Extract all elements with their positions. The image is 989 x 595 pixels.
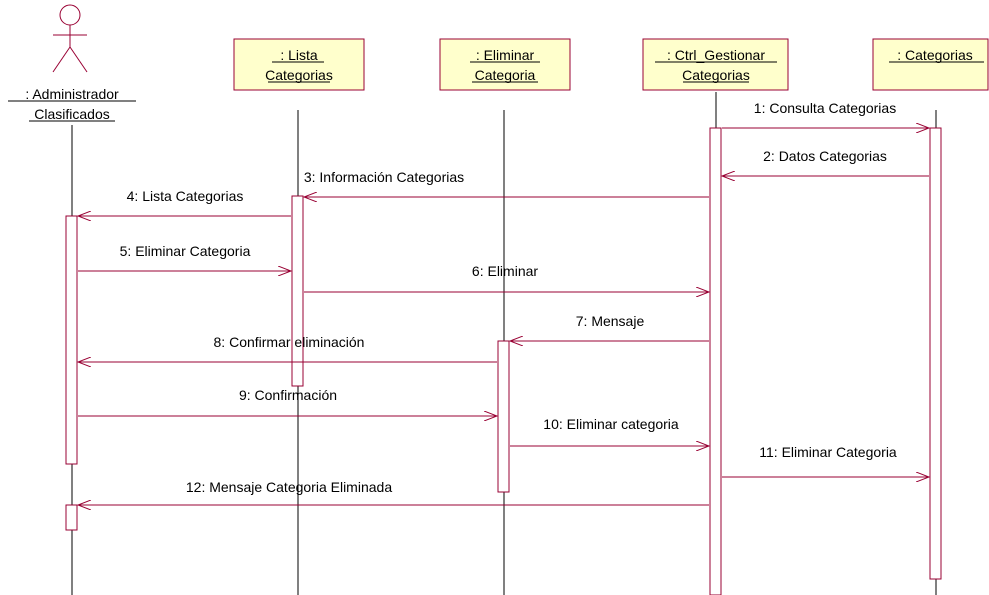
object-label-line2: Categorias [682, 67, 750, 83]
object-eliminar-categoria: : Eliminar Categoria [439, 38, 571, 91]
message-label: 10: Eliminar categoria [543, 416, 679, 432]
message-label: 4: Lista Categorias [127, 188, 244, 204]
message-9: 9: Confirmación [78, 387, 497, 416]
object-label-line1: : Lista [280, 47, 318, 63]
activation-bars [65, 127, 942, 595]
object-ctrl-gestionar-categorias: : Ctrl_Gestionar Categorias [642, 38, 789, 91]
message-5: 5: Eliminar Categoria [78, 243, 291, 271]
actor-name-line1: : Administrador [25, 86, 119, 102]
messages: 1: Consulta Categorias 2: Datos Categori… [78, 100, 929, 505]
message-10: 10: Eliminar categoria [510, 416, 709, 446]
message-label: 8: Confirmar eliminación [214, 334, 365, 350]
object-categorias: : Categorias [872, 38, 989, 91]
message-6: 6: Eliminar [304, 263, 709, 292]
message-label: 7: Mensaje [576, 313, 645, 329]
message-7: 7: Mensaje [510, 313, 709, 341]
message-11: 11: Eliminar Categoria [722, 444, 929, 477]
actor-name-line2: Clasificados [34, 106, 109, 122]
object-label-line2: Categoria [475, 67, 536, 83]
object-label-line1: : Eliminar [476, 47, 535, 63]
activation-eliminar [497, 340, 510, 493]
object-label-line2: Categorias [265, 67, 333, 83]
object-lista-categorias: : Lista Categorias [233, 38, 365, 91]
message-3: 3: Información Categorias [304, 169, 709, 197]
message-1: 1: Consulta Categorias [722, 100, 929, 128]
activation-categorias [929, 127, 942, 580]
activation-administrador-1 [65, 215, 78, 465]
message-label: 3: Información Categorias [304, 169, 464, 185]
message-4: 4: Lista Categorias [78, 188, 291, 216]
activation-lista [291, 195, 304, 387]
message-12: 12: Mensaje Categoria Eliminada [78, 479, 709, 505]
message-8: 8: Confirmar eliminación [78, 334, 497, 362]
message-label: 11: Eliminar Categoria [759, 444, 897, 460]
message-label: 5: Eliminar Categoria [120, 243, 251, 259]
object-label-line1: : Ctrl_Gestionar [667, 47, 765, 63]
activation-administrador-2 [65, 504, 78, 531]
message-label: 6: Eliminar [472, 263, 538, 279]
message-2: 2: Datos Categorias [722, 148, 929, 176]
object-label-line1: : Categorias [897, 47, 972, 63]
message-label: 9: Confirmación [239, 387, 337, 403]
activation-ctrl-gestionar [709, 127, 722, 595]
stick-figure-icon [52, 4, 88, 73]
message-label: 12: Mensaje Categoria Eliminada [186, 479, 392, 495]
message-label: 2: Datos Categorias [763, 148, 887, 164]
actor-administrador: : Administrador Clasificados [8, 4, 136, 122]
message-label: 1: Consulta Categorias [754, 100, 896, 116]
